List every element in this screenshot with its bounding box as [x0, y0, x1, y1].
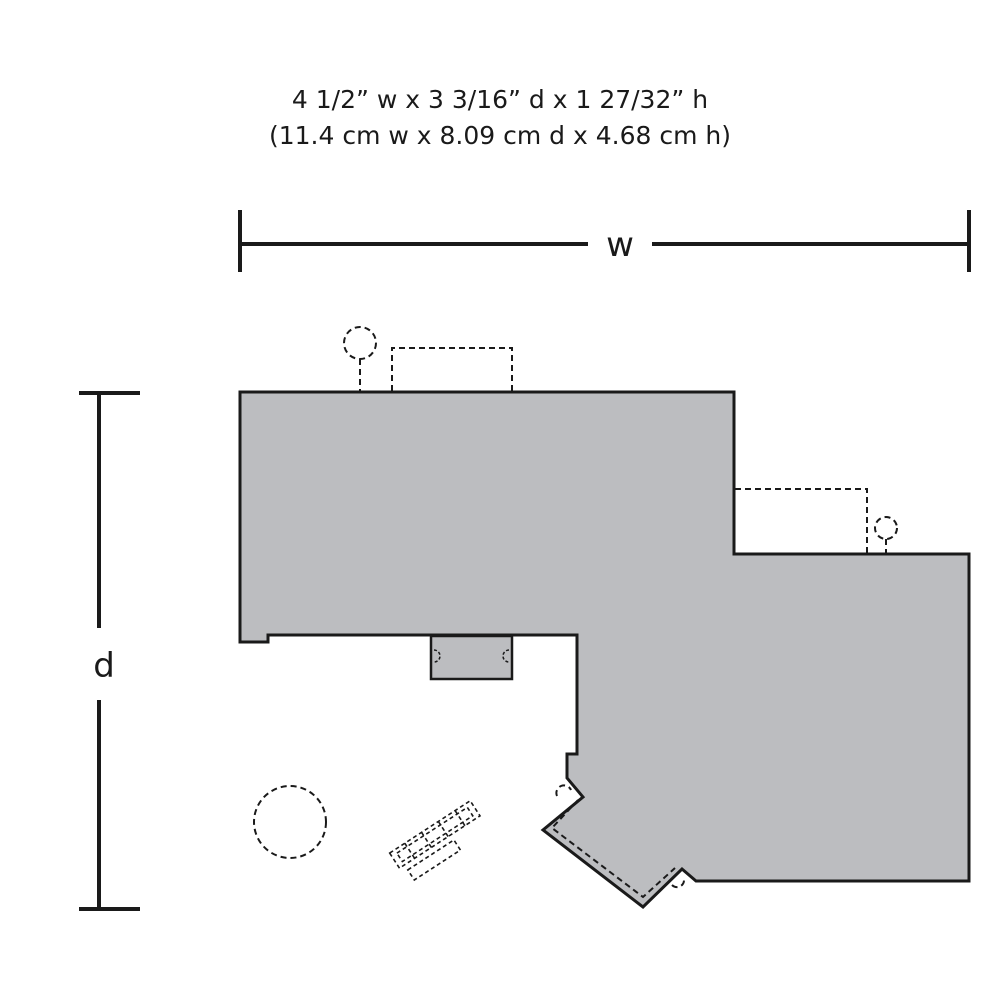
angled-edge-pin-top — [555, 784, 572, 797]
bench-outline-outer — [388, 799, 482, 870]
depth-label: d — [93, 646, 115, 686]
angled-edge-pin-bottom — [671, 879, 686, 889]
bench-slat-1 — [404, 842, 416, 859]
width-dimension — [238, 210, 971, 272]
step-block — [429, 634, 514, 681]
metric-dimensions: (11.4 cm w x 8.09 cm d x 4.68 cm h) — [268, 121, 731, 150]
bench-outline-lower — [406, 838, 462, 882]
step-block-pin-right — [502, 649, 510, 663]
bench-outline-inner — [395, 806, 474, 863]
width-label: w — [606, 225, 634, 265]
bench-slat-2 — [420, 831, 433, 848]
lamp-post-top — [343, 326, 377, 360]
bench-slat-3 — [437, 821, 449, 837]
angled-edge-inner-outline — [550, 799, 676, 899]
lamp-post-right — [874, 516, 898, 540]
bench-outlines — [388, 799, 482, 882]
building-footprint — [238, 390, 971, 909]
side-platform-outline — [735, 488, 868, 553]
dimension-text: 4 1/2” w x 3 3/16” d x 1 27/32” h (11.4 … — [0, 82, 1000, 154]
round-tank-outline — [253, 785, 327, 859]
top-platform-outline — [391, 347, 513, 391]
imperial-dimensions: 4 1/2” w x 3 3/16” d x 1 27/32” h — [291, 85, 709, 114]
depth-dimension — [79, 391, 140, 911]
optional-parts — [253, 326, 898, 899]
step-block-pin-left — [433, 649, 441, 663]
bench-slat-4 — [454, 810, 466, 827]
